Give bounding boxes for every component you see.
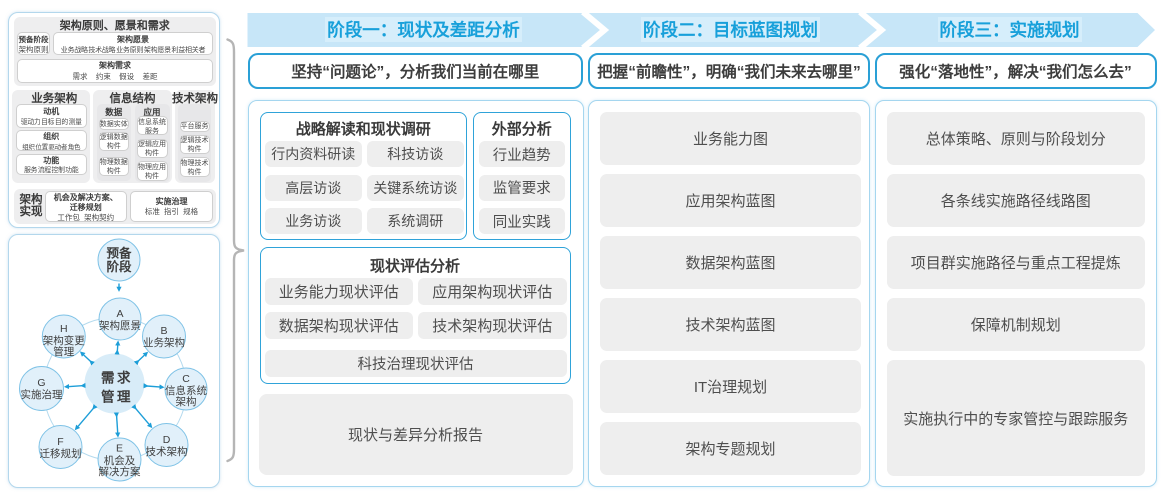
svg-text:实施治理: 实施治理 (21, 388, 63, 401)
svg-text:架构: 架构 (176, 395, 197, 408)
svg-text:迁移规划: 迁移规划 (40, 447, 82, 460)
svg-text:阶段: 阶段 (106, 259, 132, 274)
svg-text:E: E (116, 443, 123, 455)
svg-text:B: B (160, 325, 167, 337)
svg-text:技术架构: 技术架构 (146, 445, 188, 458)
svg-text:C: C (182, 373, 190, 385)
svg-text:机会及: 机会及 (104, 454, 136, 467)
svg-text:需求: 需求 (101, 370, 133, 386)
svg-text:A: A (116, 308, 123, 320)
svg-text:G: G (37, 377, 45, 389)
svg-text:管理: 管理 (53, 345, 74, 358)
svg-text:信息系统: 信息系统 (165, 384, 207, 397)
svg-text:H: H (60, 323, 68, 335)
svg-text:预备: 预备 (106, 246, 132, 261)
svg-text:管理: 管理 (101, 389, 133, 405)
svg-text:D: D (163, 434, 171, 446)
svg-text:F: F (57, 436, 63, 448)
svg-text:架构愿景: 架构愿景 (99, 319, 141, 332)
svg-text:解决方案: 解决方案 (99, 465, 141, 478)
svg-text:架构变更: 架构变更 (43, 334, 85, 347)
svg-text:业务架构: 业务架构 (143, 336, 185, 349)
